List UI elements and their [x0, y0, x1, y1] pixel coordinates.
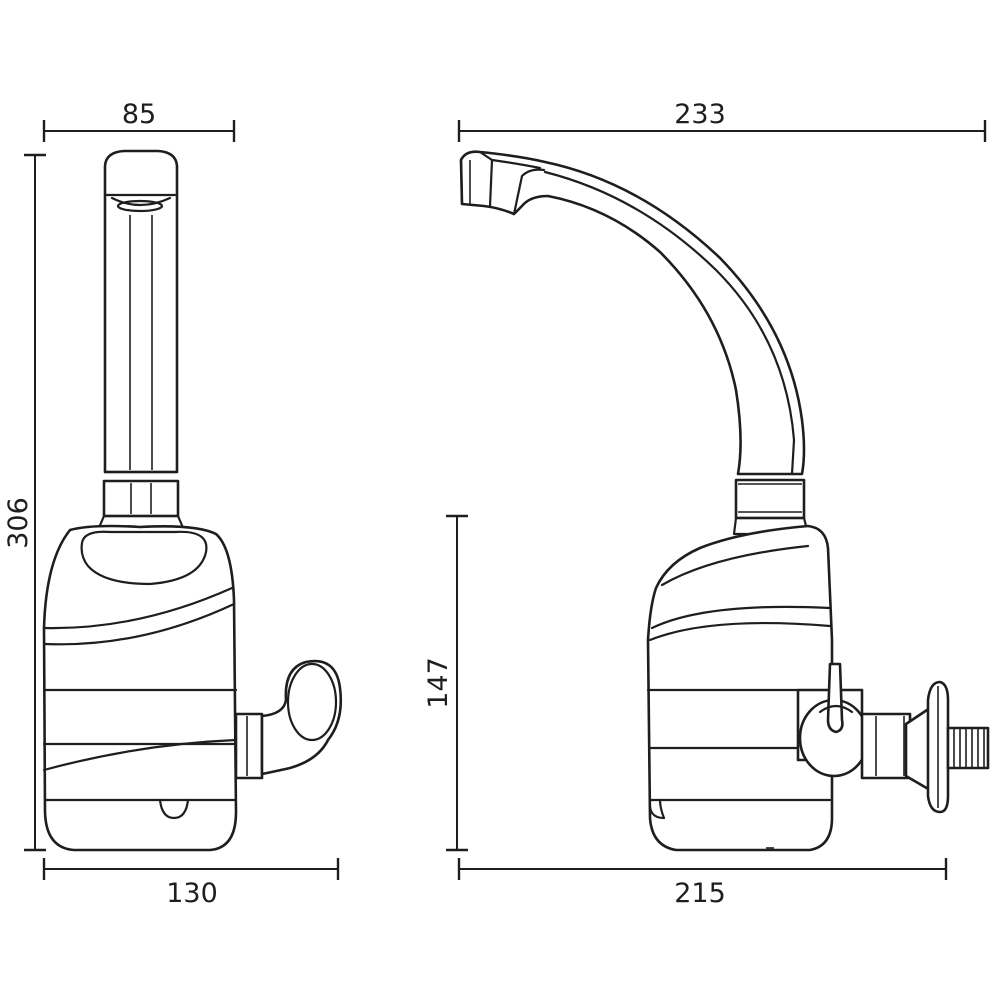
front-heater-body — [42, 524, 238, 852]
dimension-side-body-height: 147 — [423, 514, 468, 852]
side-collar — [732, 478, 810, 536]
side-mounting-flange — [926, 680, 950, 814]
front-control-knob — [234, 659, 343, 780]
front-bottom-width-label: 130 — [166, 878, 218, 909]
dimension-side-top-width: 233 — [457, 99, 987, 142]
dimension-front-bottom-width: 130 — [42, 858, 340, 909]
side-view: 233 147 215 — [423, 99, 990, 909]
side-threaded-pipe — [946, 726, 990, 770]
side-heater-body — [646, 524, 834, 852]
front-height-label: 306 — [3, 497, 34, 549]
side-valve-fitting — [796, 662, 932, 792]
side-spout — [459, 150, 806, 476]
front-view: 85 306 130 — [3, 99, 343, 909]
dimension-front-top-width: 85 — [42, 99, 236, 142]
front-top-width-label: 85 — [122, 99, 156, 130]
side-body-height-label: 147 — [423, 657, 454, 709]
dimension-front-height: 306 — [3, 153, 46, 852]
front-collar — [96, 479, 186, 532]
dimension-side-bottom-width: 215 — [457, 858, 948, 909]
side-bottom-width-label: 215 — [674, 878, 726, 909]
front-spout — [103, 149, 179, 474]
side-top-width-label: 233 — [674, 99, 726, 130]
